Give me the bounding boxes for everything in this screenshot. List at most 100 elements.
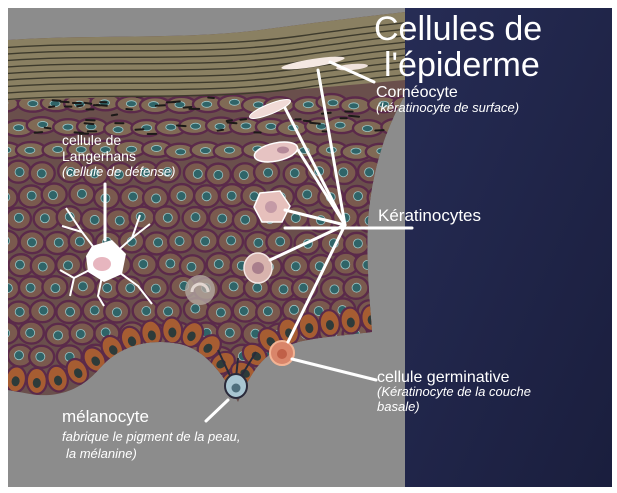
cell-nucleus (126, 101, 136, 107)
basal-cell (161, 317, 183, 344)
keratohyalin-granule (173, 101, 180, 102)
cell-nucleus (265, 201, 277, 213)
cell-nucleus (151, 145, 161, 151)
germinative-description-line-2: basale) (377, 399, 420, 414)
cell-nucleus (353, 239, 362, 248)
langerhans-label-line-2: Langerhans (62, 148, 136, 164)
cell-nucleus (299, 283, 308, 292)
cell-nucleus (76, 329, 85, 338)
cell-nucleus (349, 103, 359, 109)
cell-nucleus (1, 329, 10, 338)
melanocyte-label: mélanocyte (62, 407, 149, 426)
cell-nucleus (352, 283, 361, 292)
cell-nucleus (254, 238, 263, 247)
cell-nucleus (241, 123, 251, 129)
germinative-description-line-1: (Kératinocyte de la couche (377, 384, 531, 399)
keratohyalin-granule (228, 122, 237, 123)
keratohyalin-granule (240, 119, 246, 120)
cell-nucleus (218, 214, 227, 223)
cell-nucleus (38, 121, 48, 127)
cell-nucleus (239, 307, 248, 316)
keratinocytes-label: Kératinocytes (378, 206, 481, 225)
cell-nucleus (232, 384, 241, 393)
langerhans-description: (cellule de défense) (62, 164, 175, 179)
cell-nucleus (191, 304, 200, 313)
cell-nucleus (264, 168, 273, 177)
cell-nucleus (263, 307, 272, 316)
cell-nucleus (303, 102, 313, 108)
cell-nucleus (33, 378, 41, 388)
langerhans-label-line-1: cellule de (62, 132, 121, 148)
cell-nucleus (40, 214, 49, 223)
cell-nucleus (27, 238, 36, 247)
cell-nucleus (191, 213, 200, 222)
cell-nucleus (229, 282, 238, 291)
cell-nucleus (339, 168, 348, 177)
cell-nucleus (277, 349, 287, 359)
cell-nucleus (37, 169, 46, 178)
cell-nucleus (276, 237, 285, 246)
keratohyalin-granule (227, 120, 232, 121)
cell-nucleus (227, 191, 236, 200)
cell-nucleus (90, 306, 99, 315)
cell-nucleus (166, 124, 176, 130)
cell-nucleus (335, 122, 345, 128)
cell-nucleus (163, 213, 172, 222)
cell-nucleus (1, 236, 10, 245)
cell-nucleus (93, 257, 111, 271)
title-line-1: Cellules de (374, 10, 542, 48)
keratohyalin-granule (218, 130, 223, 131)
cell-nucleus (175, 237, 184, 246)
keratohyalin-granule (53, 100, 61, 101)
corneocyte-label: Cornéocyte (376, 84, 458, 101)
cell-nucleus (177, 192, 186, 201)
cell-nucleus (215, 124, 225, 130)
cell-nucleus (303, 190, 312, 199)
cell-nucleus (187, 262, 196, 271)
corneocyte-description: (kératinocyte de surface) (376, 100, 519, 115)
cell-nucleus (225, 328, 234, 337)
keratohyalin-granule (49, 106, 54, 107)
cell-nucleus (152, 194, 161, 203)
cell-nucleus (362, 126, 372, 132)
melanocyte-description-line-1: fabrique le pigment de la peau, (62, 429, 241, 444)
cell-nucleus (328, 100, 338, 106)
cell-nucleus (239, 171, 248, 180)
keratohyalin-granule (156, 105, 165, 106)
cell-nucleus (77, 189, 86, 198)
cell-nucleus (15, 260, 24, 269)
cell-nucleus (154, 238, 163, 247)
cell-nucleus (279, 285, 288, 294)
keratohyalin-granule (349, 116, 359, 117)
cell-nucleus (75, 237, 84, 246)
keratohyalin-granule (177, 125, 186, 126)
cell-nucleus (51, 284, 60, 293)
cell-nucleus (90, 215, 99, 224)
keratohyalin-granule (84, 103, 91, 104)
cell-nucleus (354, 192, 363, 201)
cell-nucleus (200, 148, 210, 154)
cell-nucleus (164, 307, 173, 316)
cell-nucleus (214, 170, 223, 179)
cell-nucleus (202, 192, 211, 201)
cell-nucleus (14, 125, 24, 131)
cell-nucleus (330, 285, 339, 294)
cell-nucleus (1, 147, 11, 153)
keratohyalin-granule (77, 105, 82, 106)
cell-nucleus (229, 99, 239, 105)
cell-nucleus (28, 101, 38, 107)
cell-nucleus (39, 306, 48, 315)
cell-nucleus (139, 260, 148, 269)
cell-nucleus (351, 148, 361, 154)
cell-nucleus (27, 191, 36, 200)
cell-nucleus (290, 305, 299, 314)
cell-nucleus (115, 216, 124, 225)
title-line-2: l'épiderme (384, 46, 540, 84)
cell-nucleus (126, 284, 135, 293)
cell-nucleus (48, 191, 57, 200)
cell-nucleus (277, 147, 289, 154)
cell-nucleus (103, 283, 112, 292)
cell-nucleus (26, 328, 35, 337)
cell-nucleus (54, 238, 63, 247)
cell-nucleus (63, 124, 73, 130)
